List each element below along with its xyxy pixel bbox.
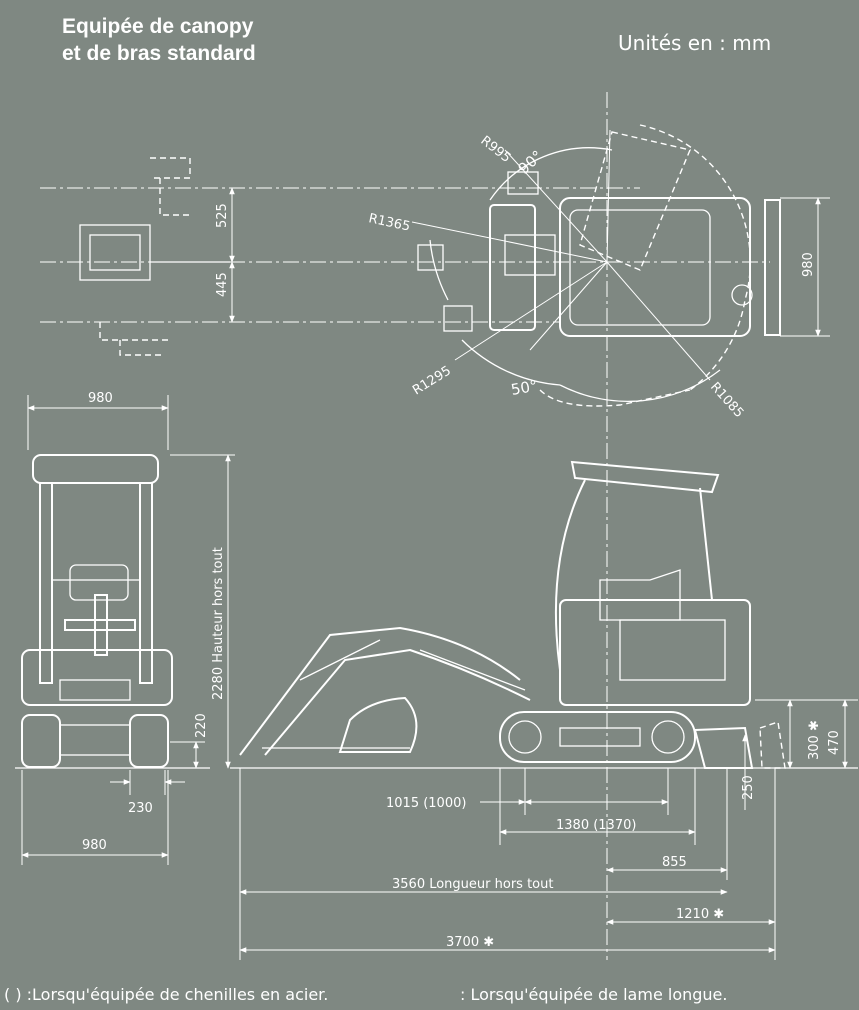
dim-1015: 1015 (1000) [386,796,466,811]
angle-90: 90° [515,147,547,178]
top-view: 525 445 R995 R1365 R1295 R1085 90° [40,92,830,470]
title-line-1: Equipée de canopy [62,15,254,38]
units-label: Unités en : mm [618,31,771,55]
dim-980-front-top: 980 [88,391,113,406]
side-view: 300 ✱ 470 250 1015 (1000) 1380 (1370) 85… [230,460,858,960]
dim-220: 220 [194,713,209,738]
dim-445: 445 [215,272,230,297]
dim-1380: 1380 (1370) [556,818,636,833]
dim-855: 855 [662,855,687,870]
dim-525: 525 [215,203,230,228]
angle-50: 50° [510,377,539,399]
dim-980-top-right: 980 [801,252,816,277]
dim-250: 250 [741,775,756,800]
dim-300: 300 ✱ [807,720,822,760]
front-view: 980 2280 Hauteur hors tout 220 230 [15,391,235,865]
dim-230: 230 [128,801,153,816]
title-line-2: et de bras standard [62,42,256,65]
radius-r1085: R1085 [707,380,746,421]
dim-3560-length: 3560 Longueur hors tout [392,877,553,892]
dim-3700: 3700 ✱ [446,935,494,950]
radius-r1365: R1365 [367,211,411,234]
dim-1210: 1210 ✱ [676,907,724,922]
radius-r995: R995 [478,133,514,166]
dim-470: 470 [827,730,842,755]
footnote-steel-tracks: ( ) :Lorsqu'équipée de chenilles en acie… [4,985,328,1004]
dim-980-front-bottom: 980 [82,838,107,853]
dim-2280-height: 2280 Hauteur hors tout [211,547,226,700]
radius-r1295: R1295 [410,363,454,398]
footnote-long-blade: : Lorsqu'équipée de lame longue. [460,985,727,1004]
